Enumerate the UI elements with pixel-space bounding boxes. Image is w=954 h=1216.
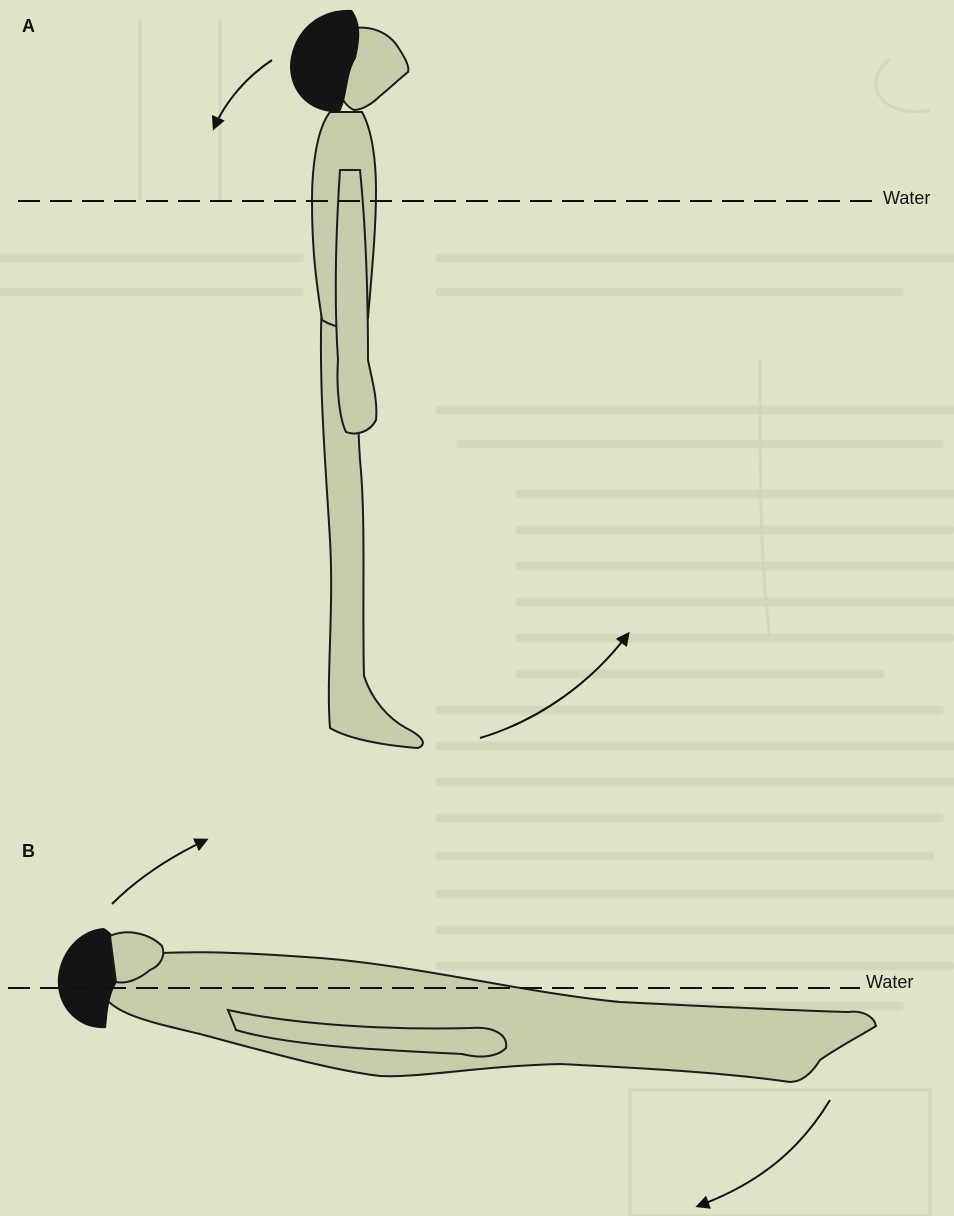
floating-figure xyxy=(58,928,876,1082)
standing-figure xyxy=(290,10,423,748)
panel-b-feet-rotation-arrow xyxy=(698,1100,830,1206)
panel-a-feet-rotation-arrow xyxy=(480,634,628,738)
panel-a-head-rotation-arrow xyxy=(214,60,272,128)
floating-figure-body xyxy=(100,952,876,1082)
standing-figure-legs xyxy=(321,300,423,748)
panel-b-head-rotation-arrow xyxy=(112,840,206,904)
